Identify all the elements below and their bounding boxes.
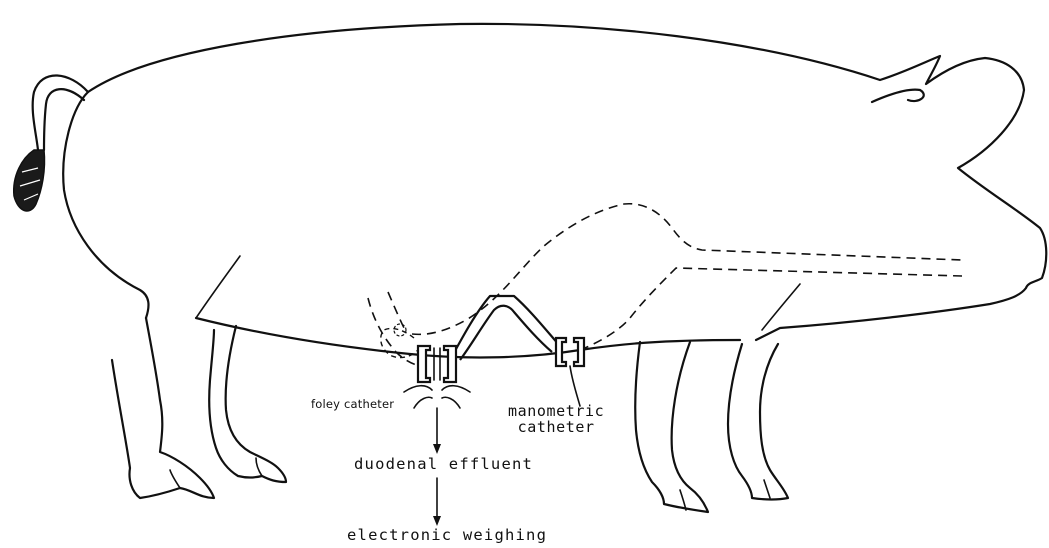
cannula-flare	[404, 386, 470, 408]
tube-inner	[460, 306, 552, 360]
arrow-to-effluent-head	[433, 444, 441, 454]
front-leg-near	[728, 344, 788, 500]
pig-outline	[63, 24, 1046, 358]
pig-belly	[196, 318, 740, 357]
duodenal-effluent-label: duodenal effluent	[354, 456, 533, 472]
hind-leg-far	[112, 318, 214, 498]
hoof-split-near	[256, 458, 262, 476]
manometric-cannula	[556, 338, 584, 406]
manometric-catheter-label: manometric catheter	[508, 404, 604, 436]
pig-rump	[63, 92, 148, 318]
electronic-weighing-label: electronic weighing	[347, 527, 547, 543]
pig-shoulder-crease	[762, 284, 800, 330]
manometric-label-line2: catheter	[508, 420, 604, 436]
manometric-catheter-line	[570, 366, 580, 406]
foley-catheter-label: foley catheter	[311, 398, 394, 410]
cannula-right-bracket	[444, 346, 456, 382]
stomach-line-inner	[388, 292, 406, 332]
exteriorized-tubing	[450, 296, 560, 360]
tail-curl	[33, 75, 88, 150]
pig-flank-crease	[196, 256, 240, 318]
hind-leg-near	[209, 326, 286, 482]
lower-catheter-line	[580, 268, 962, 350]
pig-ear	[872, 90, 924, 102]
foley-balloon	[394, 324, 406, 336]
tail-inner	[44, 89, 84, 150]
hoof-split-far	[170, 470, 180, 488]
pig-tail	[14, 75, 88, 211]
front-leg-far	[635, 342, 708, 512]
mano-right-bracket	[574, 338, 584, 366]
pig-hind-legs	[112, 318, 286, 498]
arrow-to-weighing-head	[433, 516, 441, 526]
pig-front-legs	[635, 342, 788, 512]
pig-back-outline	[88, 24, 1046, 340]
cannula-left-bracket	[418, 346, 430, 382]
hoof-split-near-front	[764, 480, 770, 498]
